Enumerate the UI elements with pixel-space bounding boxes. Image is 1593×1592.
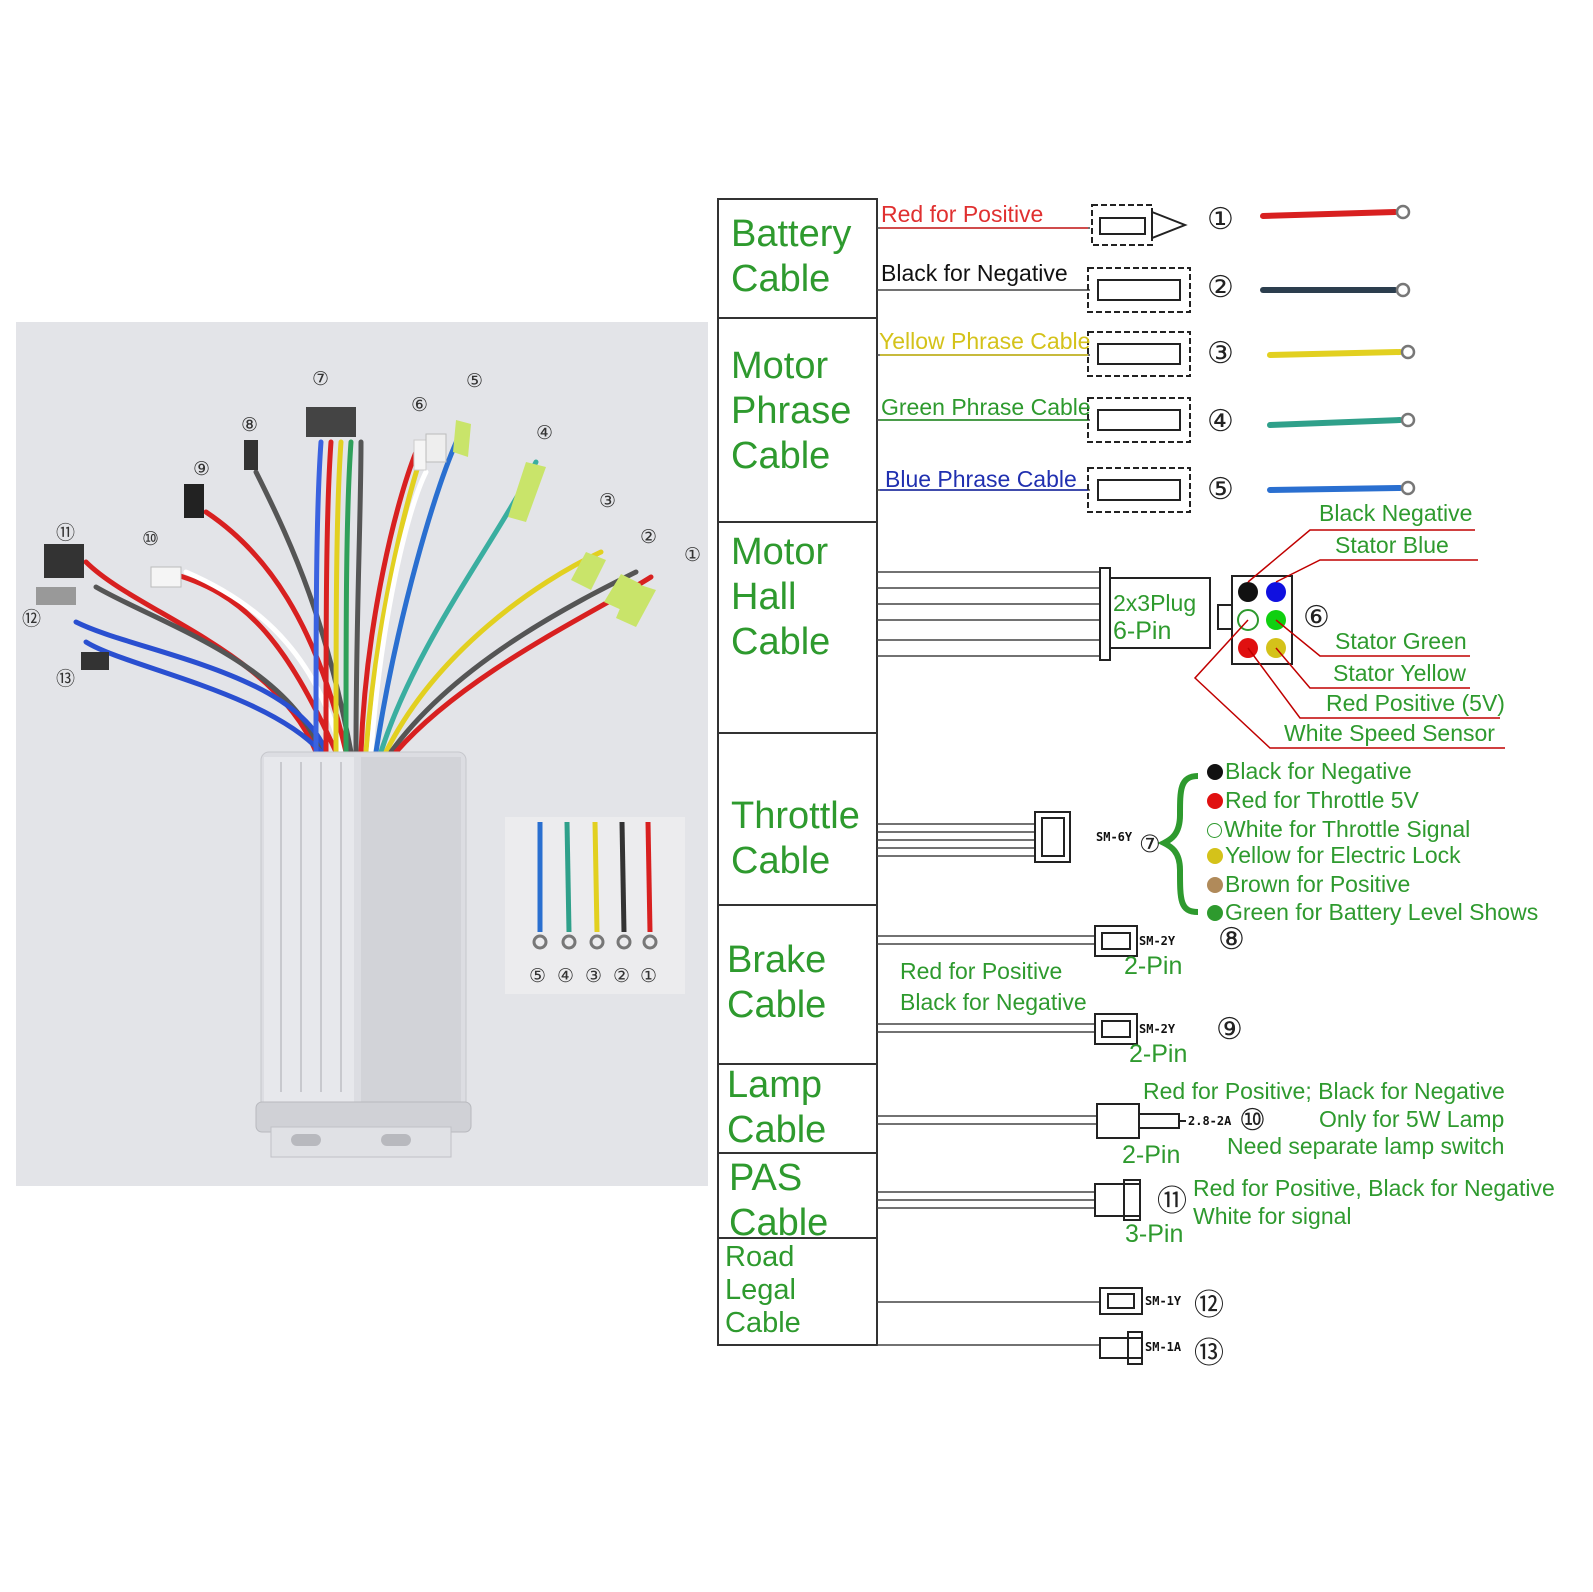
road-connector-code-2: SM-1A bbox=[1145, 1340, 1182, 1354]
lamp-note-3: Need separate lamp switch bbox=[1227, 1133, 1505, 1159]
photo-callout-13: ⑬ bbox=[56, 668, 76, 690]
photo-callout-7: ⑦ bbox=[312, 368, 330, 390]
hall-black-negative: Black Negative bbox=[1319, 500, 1473, 526]
photo-callout-10: ⑩ bbox=[142, 528, 160, 550]
swatch-label-5: ⑤ bbox=[529, 965, 547, 987]
number-10: ⑩ bbox=[1239, 1103, 1266, 1138]
lamp-connector-code: 2.8-2A bbox=[1188, 1114, 1232, 1128]
photo-callout-1: ① bbox=[684, 544, 702, 566]
swatch-label-4: ④ bbox=[557, 965, 575, 987]
wire-swatch-inset: ⑤ ④ ③ ② ① bbox=[505, 817, 685, 994]
swatch-label-3: ③ bbox=[585, 965, 603, 987]
hall-white-speed-sensor: White Speed Sensor bbox=[1284, 720, 1495, 746]
throttle-item: Black for Negative bbox=[1207, 758, 1412, 785]
connector-7 bbox=[306, 407, 356, 437]
category-throttle-cable: Throttle Cable bbox=[731, 795, 860, 882]
hall-plug-label: 2x3Plug bbox=[1113, 590, 1197, 616]
label-blue-phase: Blue Phrase Cable bbox=[885, 466, 1077, 492]
category-brake-cable: Brake Cable bbox=[727, 939, 827, 1026]
number-3: ③ bbox=[1207, 336, 1234, 371]
number-13: ⑬ bbox=[1194, 1336, 1224, 1371]
category-lamp-cable: Lamp Cable bbox=[727, 1064, 827, 1151]
lamp-note-2: Only for 5W Lamp bbox=[1319, 1106, 1505, 1132]
pas-pin-label: 3-Pin bbox=[1125, 1220, 1184, 1248]
wire-swatch-illustration bbox=[532, 821, 658, 950]
label-green-phase: Green Phrase Cable bbox=[881, 394, 1091, 420]
photo-callout-11: ⑪ bbox=[56, 522, 76, 544]
brake-connector-code-2: SM-2Y bbox=[1139, 1022, 1176, 1036]
swatch-label-1: ① bbox=[640, 965, 658, 987]
number-1: ① bbox=[1207, 202, 1234, 237]
photo-callout-3: ③ bbox=[599, 490, 617, 512]
label-yellow-phase: Yellow Phrase Cable bbox=[879, 328, 1091, 354]
photo-callout-4: ④ bbox=[536, 422, 554, 444]
hall-stator-yellow: Stator Yellow bbox=[1333, 660, 1466, 686]
label-black-negative: Black for Negative bbox=[881, 260, 1068, 286]
number-7: ⑦ bbox=[1139, 830, 1161, 858]
number-6: ⑥ bbox=[1303, 600, 1330, 635]
category-battery-cable: Battery Cable bbox=[731, 213, 852, 300]
number-4: ④ bbox=[1207, 404, 1234, 439]
pas-note-2: White for signal bbox=[1193, 1203, 1352, 1229]
throttle-item: Yellow for Electric Lock bbox=[1207, 842, 1461, 869]
lamp-note-1: Red for Positive; Black for Negative bbox=[1143, 1078, 1505, 1104]
brake-connector-code-1: SM-2Y bbox=[1139, 934, 1176, 948]
number-12: ⑫ bbox=[1194, 1288, 1224, 1323]
lamp-pin-label: 2-Pin bbox=[1122, 1141, 1181, 1169]
number-8: ⑧ bbox=[1218, 922, 1245, 957]
category-motor-hall-cable: Motor Hall Cable bbox=[731, 531, 831, 663]
hall-pin-label: 6-Pin bbox=[1113, 617, 1172, 645]
brake-note-positive: Red for Positive bbox=[900, 958, 1063, 984]
number-5: ⑤ bbox=[1207, 472, 1234, 507]
number-2: ② bbox=[1207, 270, 1234, 305]
category-motor-phase-cable: Motor Phrase Cable bbox=[731, 345, 852, 477]
number-11: ⑪ bbox=[1157, 1184, 1187, 1219]
swatch-label-2: ② bbox=[613, 965, 631, 987]
pas-note-1: Red for Positive, Black for Negative bbox=[1193, 1175, 1555, 1201]
number-9: ⑨ bbox=[1216, 1012, 1243, 1047]
hall-red-positive: Red Positive (5V) bbox=[1326, 690, 1505, 716]
photo-callout-12: ⑫ bbox=[22, 608, 42, 630]
hall-stator-blue: Stator Blue bbox=[1335, 532, 1449, 558]
category-road-legal-cable: Road Legal Cable bbox=[725, 1241, 801, 1339]
throttle-connector-code: SM-6Y bbox=[1096, 830, 1133, 844]
throttle-item: Brown for Positive bbox=[1207, 871, 1410, 898]
photo-callout-2: ② bbox=[640, 526, 658, 548]
brake-pin-label-1: 2-Pin bbox=[1124, 952, 1183, 980]
controller-illustration bbox=[36, 407, 656, 1158]
photo-callout-5: ⑤ bbox=[466, 370, 484, 392]
brake-pin-label-2: 2-Pin bbox=[1129, 1040, 1188, 1068]
category-pas-cable: PAS Cable bbox=[729, 1157, 829, 1244]
throttle-item: Green for Battery Level Shows bbox=[1207, 899, 1538, 926]
hall-stator-green: Stator Green bbox=[1335, 628, 1467, 654]
photo-callout-9: ⑨ bbox=[193, 458, 211, 480]
throttle-item: Red for Throttle 5V bbox=[1207, 787, 1419, 814]
photo-callout-8: ⑧ bbox=[241, 414, 259, 436]
brake-note-negative: Black for Negative bbox=[900, 989, 1087, 1015]
road-connector-code-1: SM-1Y bbox=[1145, 1294, 1182, 1308]
label-red-positive: Red for Positive bbox=[881, 201, 1044, 227]
controller-photo: ⑪ ⑫ ⑬ ⑩ ⑨ ⑧ ⑦ ⑥ ⑤ ④ ③ ② ① bbox=[16, 322, 708, 1186]
throttle-item: White for Throttle Signal bbox=[1207, 816, 1470, 843]
photo-callout-6: ⑥ bbox=[411, 394, 429, 416]
